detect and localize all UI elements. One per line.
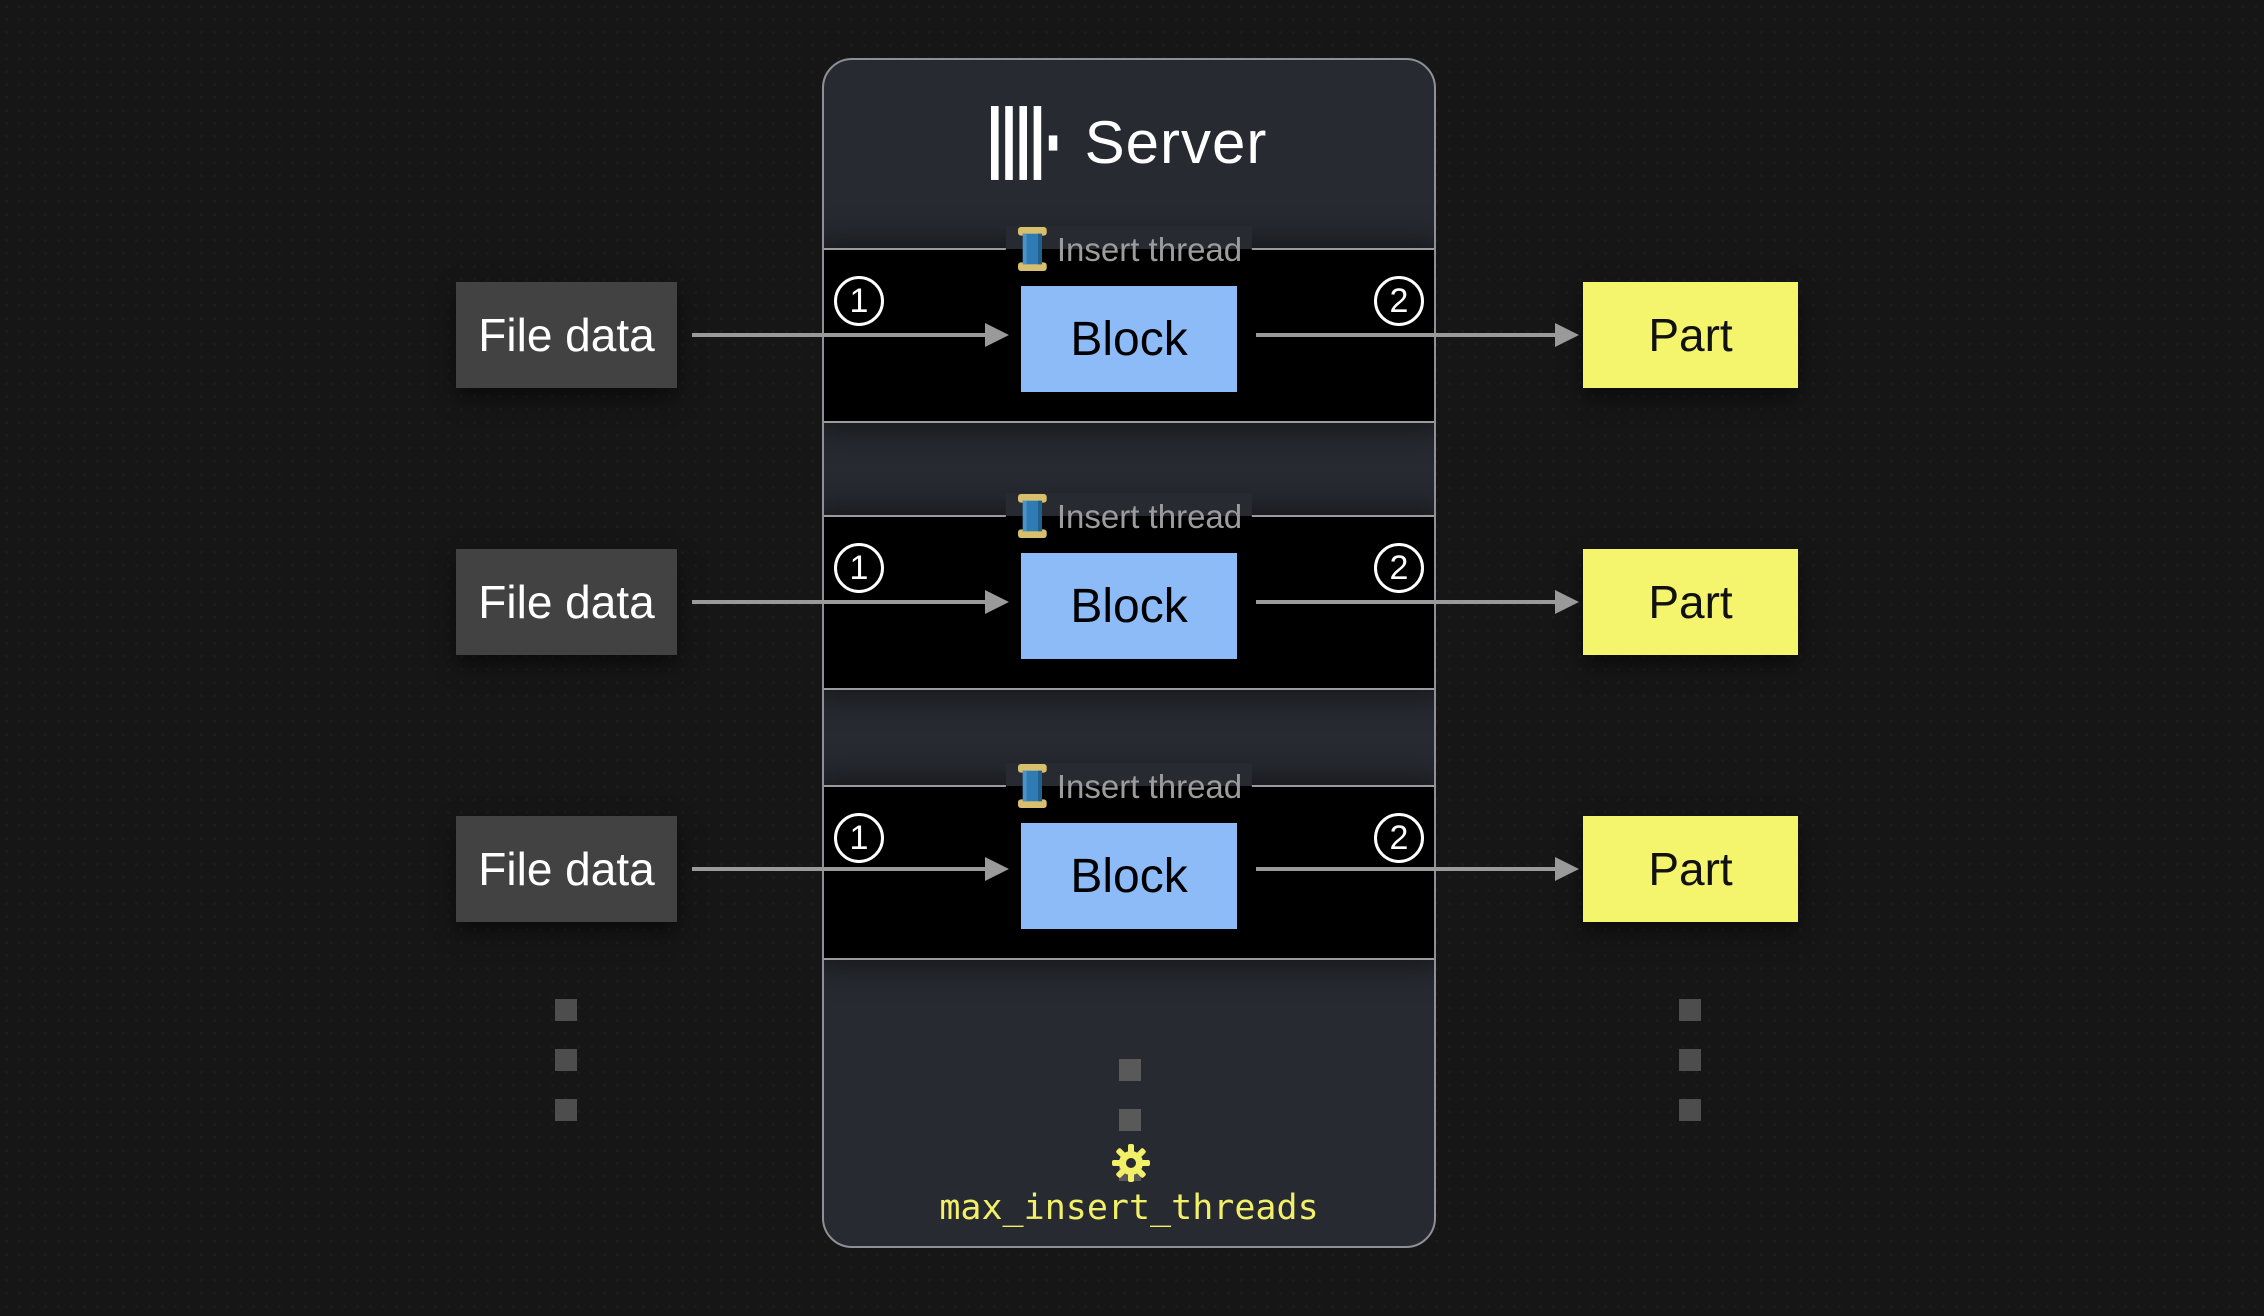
- server-panel: Server Insert thread 1 Block 2: [822, 58, 1436, 1248]
- step-1-badge: 1: [834, 276, 884, 326]
- arrow-file-to-block: [692, 600, 986, 604]
- insert-thread-unit: Insert thread 1 Block 2: [824, 763, 1434, 960]
- block-box: Block: [1021, 286, 1237, 392]
- ellipsis-dots-right: [1679, 999, 1701, 1121]
- thread-spool-icon: [1016, 227, 1049, 271]
- insert-thread-legend: Insert thread: [1005, 226, 1253, 272]
- insert-thread-label: Insert thread: [1056, 767, 1243, 805]
- dot: [1119, 1109, 1141, 1131]
- step-2-badge: 2: [1374, 813, 1424, 863]
- thread-spool-icon: [1016, 764, 1049, 808]
- step-1-badge: 1: [834, 813, 884, 863]
- ellipsis-dots-left: [555, 999, 577, 1121]
- part-box: Part: [1583, 282, 1798, 388]
- file-data-box: File data: [456, 282, 677, 388]
- dot: [1119, 1059, 1141, 1081]
- dot: [555, 1049, 577, 1071]
- dot: [1679, 999, 1701, 1021]
- dot: [555, 999, 577, 1021]
- insert-thread-legend: Insert thread: [1005, 493, 1253, 539]
- thread-spool-icon: [1016, 494, 1049, 538]
- setting-label: max_insert_threads: [939, 1188, 1319, 1228]
- file-data-box: File data: [456, 549, 677, 655]
- dot: [1679, 1099, 1701, 1121]
- part-box: Part: [1583, 816, 1798, 922]
- arrow-block-to-part: [1256, 600, 1556, 604]
- step-2-badge: 2: [1374, 543, 1424, 593]
- step-2-badge: 2: [1374, 276, 1424, 326]
- arrow-file-to-block: [692, 867, 986, 871]
- part-box: Part: [1583, 549, 1798, 655]
- clickhouse-logo-icon: [990, 106, 1063, 180]
- arrow-block-to-part: [1256, 333, 1556, 337]
- block-box: Block: [1021, 553, 1237, 659]
- step-1-badge: 1: [834, 543, 884, 593]
- arrow-file-to-block: [692, 333, 986, 337]
- insert-thread-legend: Insert thread: [1005, 763, 1253, 809]
- gear-icon: [1111, 1143, 1151, 1183]
- insert-thread-unit: Insert thread 1 Block 2: [824, 493, 1434, 690]
- insert-thread-label: Insert thread: [1056, 497, 1243, 535]
- block-box: Block: [1021, 823, 1237, 929]
- dot: [1679, 1049, 1701, 1071]
- dot: [555, 1099, 577, 1121]
- server-title: Server: [1084, 109, 1268, 176]
- insert-thread-label: Insert thread: [1056, 230, 1243, 268]
- server-header: Server: [824, 60, 1434, 226]
- file-data-box: File data: [456, 816, 677, 922]
- arrow-block-to-part: [1256, 867, 1556, 871]
